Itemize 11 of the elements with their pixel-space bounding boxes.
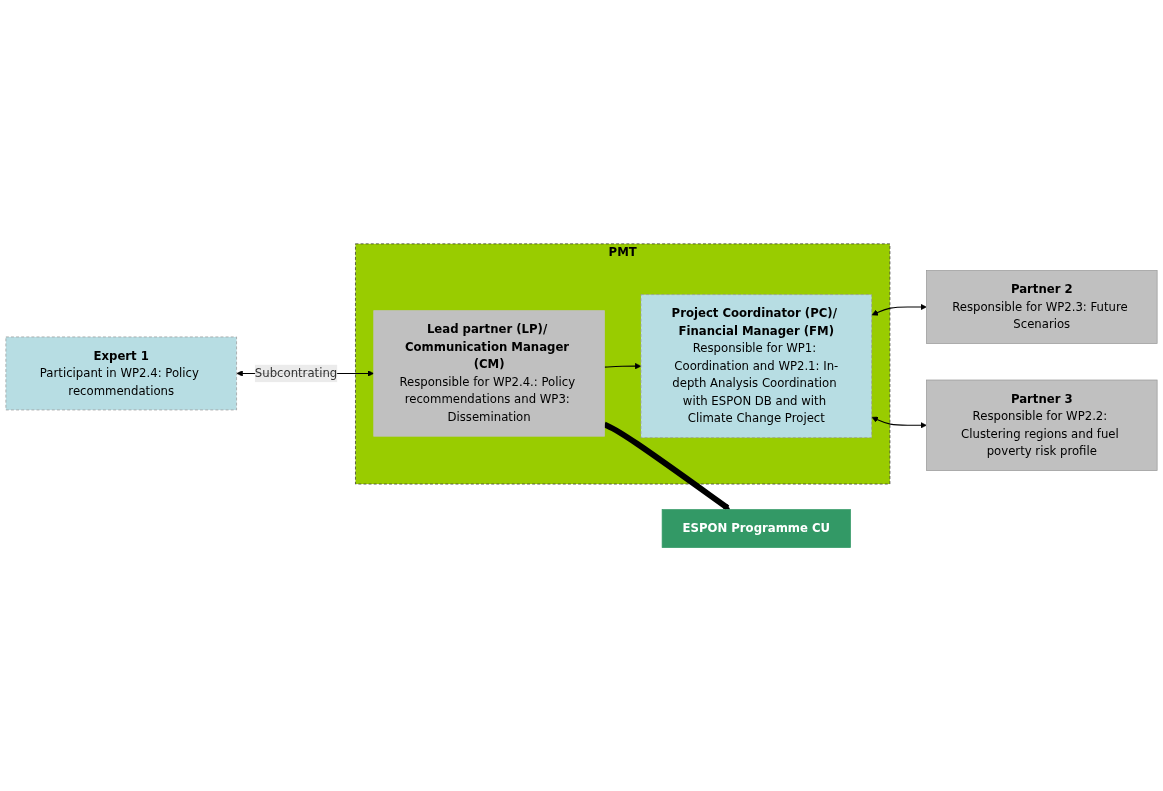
node-box: ESPON Programme CU (661, 509, 851, 548)
edge-label: Subcontrating (254, 365, 338, 380)
node-box: Partner 3 Responsible for WP2.2: Clustering regions and fuel poverty risk profile (926, 379, 1158, 471)
node-box: Lead partner (LP)/ Communication Manager (CM) Responsible for WP2.4.: Policy recommendations and WP3: Dissemination (373, 310, 605, 437)
arrow (603, 362, 642, 370)
node-box: Expert 1 Participant in WP2.4: Policy recommendations (5, 336, 237, 411)
node-box: Partner 2 Responsible for WP2.3: Future Scenarios (926, 269, 1158, 344)
arrow (871, 303, 927, 316)
arrow (871, 416, 927, 429)
arrow (603, 421, 731, 511)
node-box: Project Coordinator (PC)/ Financial Manager (FM) Responsible for WP1: Coordination and WP2.1: In-depth Analysis Coordination with ESPON DB and with Climate Change Project (640, 294, 873, 438)
